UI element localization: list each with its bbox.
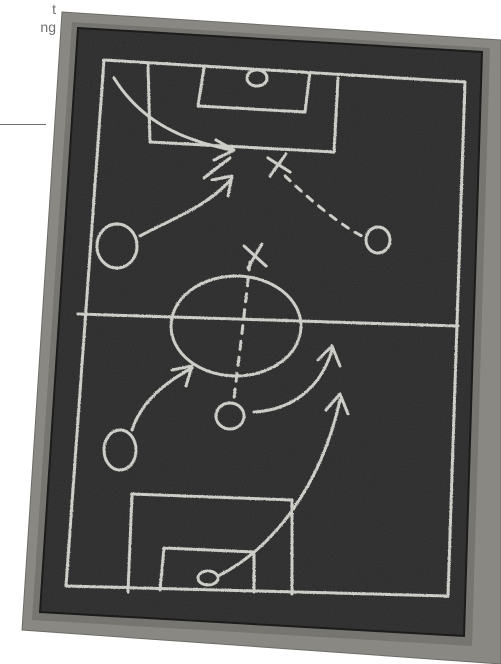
chalkboard-tactics-image [0,0,501,664]
